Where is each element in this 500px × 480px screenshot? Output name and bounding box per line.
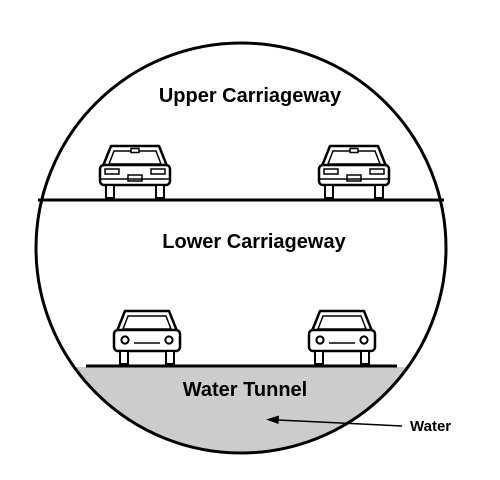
water-arrow: [266, 415, 403, 427]
upper-car-right: [317, 144, 391, 200]
upper-carriageway-label: Upper Carriageway: [159, 85, 342, 107]
lower-carriageway-label: Lower Carriageway: [162, 231, 346, 253]
tunnel-outline: [34, 41, 448, 455]
lower-car-left: [112, 309, 182, 366]
water-label: Water: [410, 418, 451, 435]
upper-car-left: [98, 144, 172, 200]
lower-car-right: [307, 309, 377, 366]
water-tunnel-label: Water Tunnel: [183, 379, 307, 401]
